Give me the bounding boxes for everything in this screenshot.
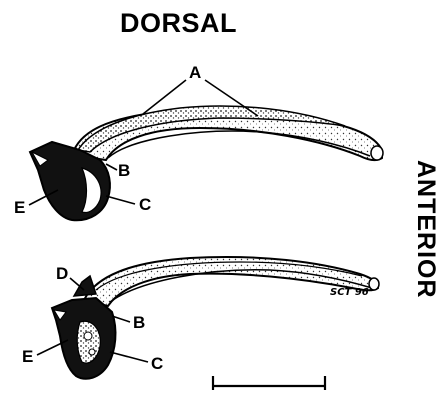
leader-c-top <box>106 196 135 204</box>
leader-c-bottom <box>110 352 148 362</box>
label-b-top: B <box>118 162 130 179</box>
label-b-bottom: B <box>133 314 145 331</box>
label-e-top: E <box>14 199 25 216</box>
bone-bottom-tip <box>369 278 379 290</box>
scale-bar <box>213 376 325 390</box>
bone-bottom-shaft <box>84 257 378 306</box>
label-c-bottom: C <box>151 355 163 372</box>
bone-bottom-process <box>74 276 96 296</box>
bone-top-tip <box>371 146 383 160</box>
anterior-label: ANTERIOR <box>400 160 440 299</box>
bone-top <box>30 106 383 220</box>
label-c-top: C <box>139 196 151 213</box>
artist-credit: SCT 96 <box>330 287 369 298</box>
leader-b-top <box>106 164 117 170</box>
bone-bottom-head-socket-2 <box>89 349 95 355</box>
label-d-bottom: D <box>56 265 68 282</box>
label-e-bottom: E <box>22 348 33 365</box>
bone-bottom-head-socket <box>84 332 92 340</box>
bone-bottom <box>52 257 379 379</box>
dorsal-label: DORSAL <box>120 8 237 39</box>
label-a-top: A <box>189 64 201 81</box>
